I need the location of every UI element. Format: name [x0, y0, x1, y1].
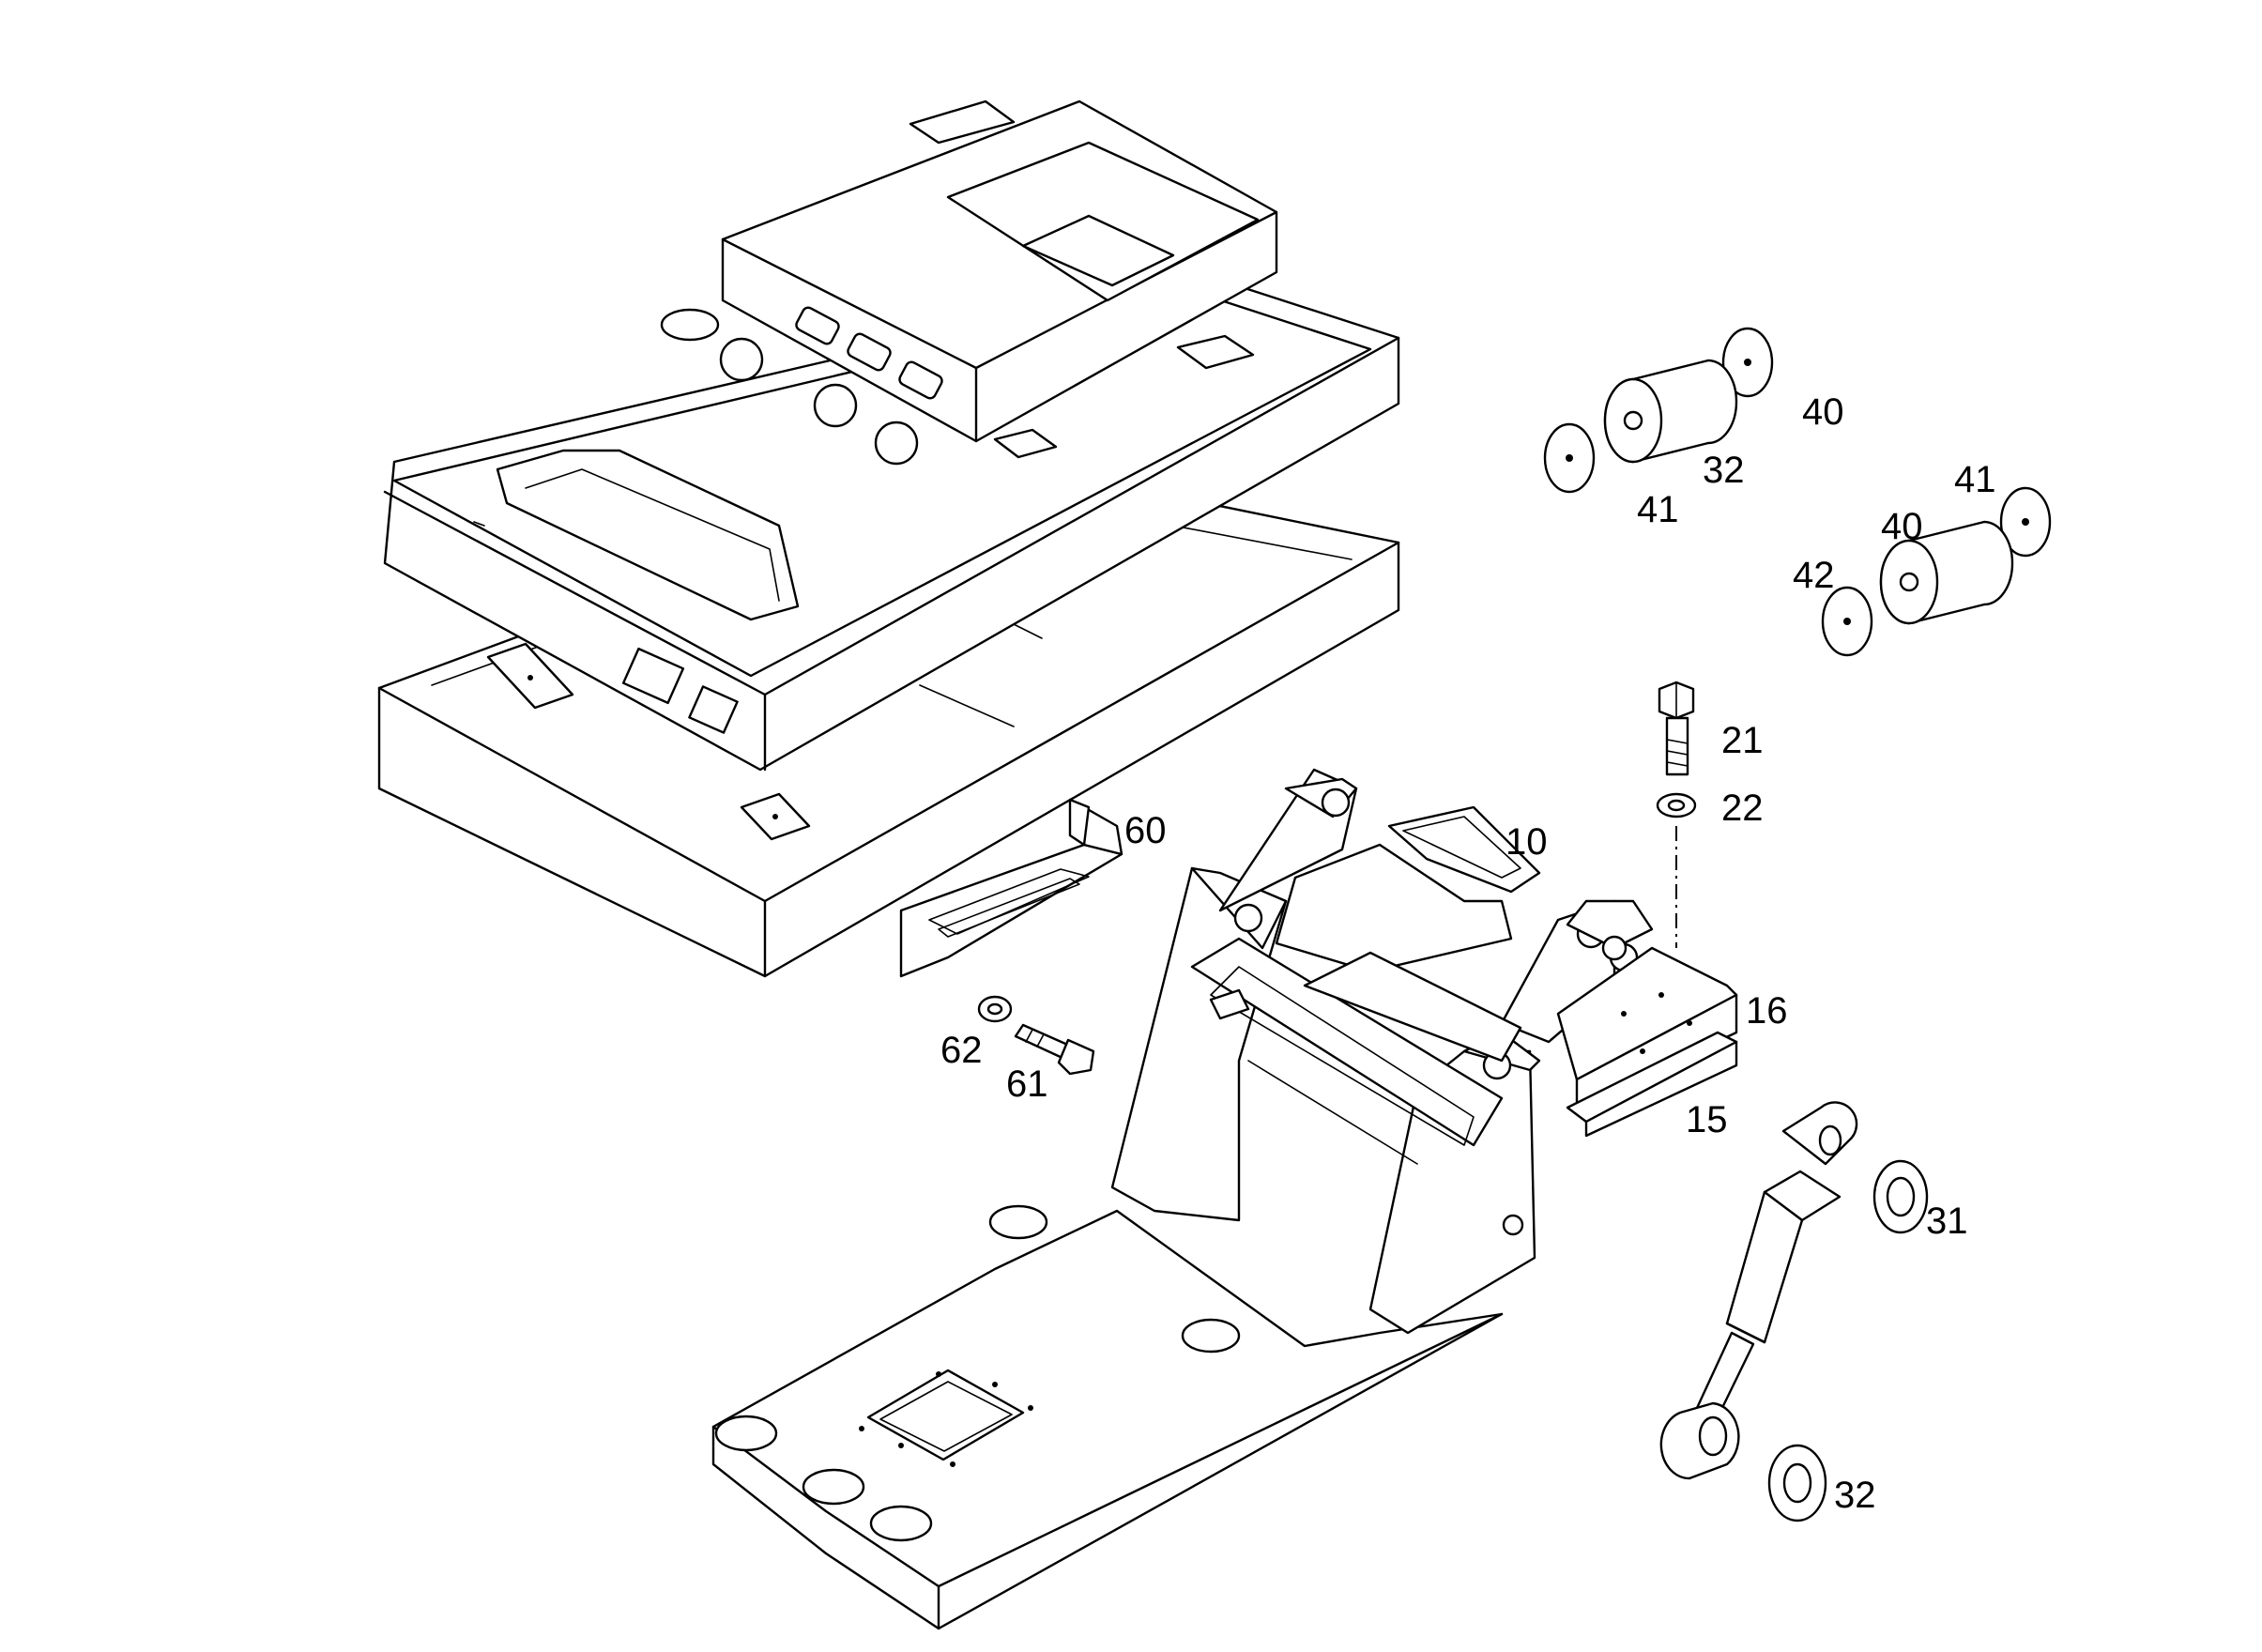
callout-41: 40 — [1802, 391, 1844, 433]
callout-61: 61 — [1006, 1063, 1048, 1105]
washer-42-lower — [1821, 586, 1873, 657]
washer-41-lower — [1999, 486, 2052, 558]
washer-42-upper — [1543, 422, 1596, 494]
bolt-21 — [1658, 681, 1695, 776]
rubber-mount-40-upper — [1603, 359, 1738, 464]
callout-40: 40 — [1881, 506, 1923, 547]
washer-41-upper — [1721, 327, 1774, 398]
callout-42: 41 — [1637, 489, 1679, 530]
callout-60: 60 — [1124, 810, 1167, 851]
plate-16 — [1556, 935, 1738, 1109]
callout-31: 31 — [1926, 1201, 1968, 1242]
washer-62 — [977, 995, 1013, 1023]
seat-base-tray — [383, 272, 1400, 772]
callout-32: 32 — [1834, 1475, 1876, 1516]
control-box — [721, 99, 1278, 443]
callout-41: 41 — [1954, 459, 1996, 500]
callout-15: 15 — [1686, 1099, 1728, 1140]
callout-labels: 40 32 41 41 40 42 21 22 60 10 16 15 62 6… — [940, 391, 1996, 1516]
plate-15 — [1566, 1031, 1738, 1138]
callout-10: 10 — [1505, 821, 1548, 863]
washer-32 — [1767, 1444, 1827, 1522]
callout-40: 32 — [1703, 450, 1745, 491]
callout-62: 62 — [940, 1030, 983, 1071]
washer-31 — [1872, 1159, 1929, 1234]
callout-21: 21 — [1721, 720, 1764, 761]
callout-42: 42 — [1793, 555, 1835, 596]
main-frame-10 — [711, 768, 1654, 1630]
rubber-mount-40-lower — [1879, 520, 2014, 625]
bracket-60 — [899, 798, 1123, 978]
callout-16: 16 — [1746, 990, 1788, 1032]
callout-22: 22 — [1721, 788, 1764, 829]
bolt-61 — [1014, 1023, 1095, 1076]
gas-spring — [1659, 1101, 1858, 1480]
washer-22 — [1656, 792, 1697, 818]
